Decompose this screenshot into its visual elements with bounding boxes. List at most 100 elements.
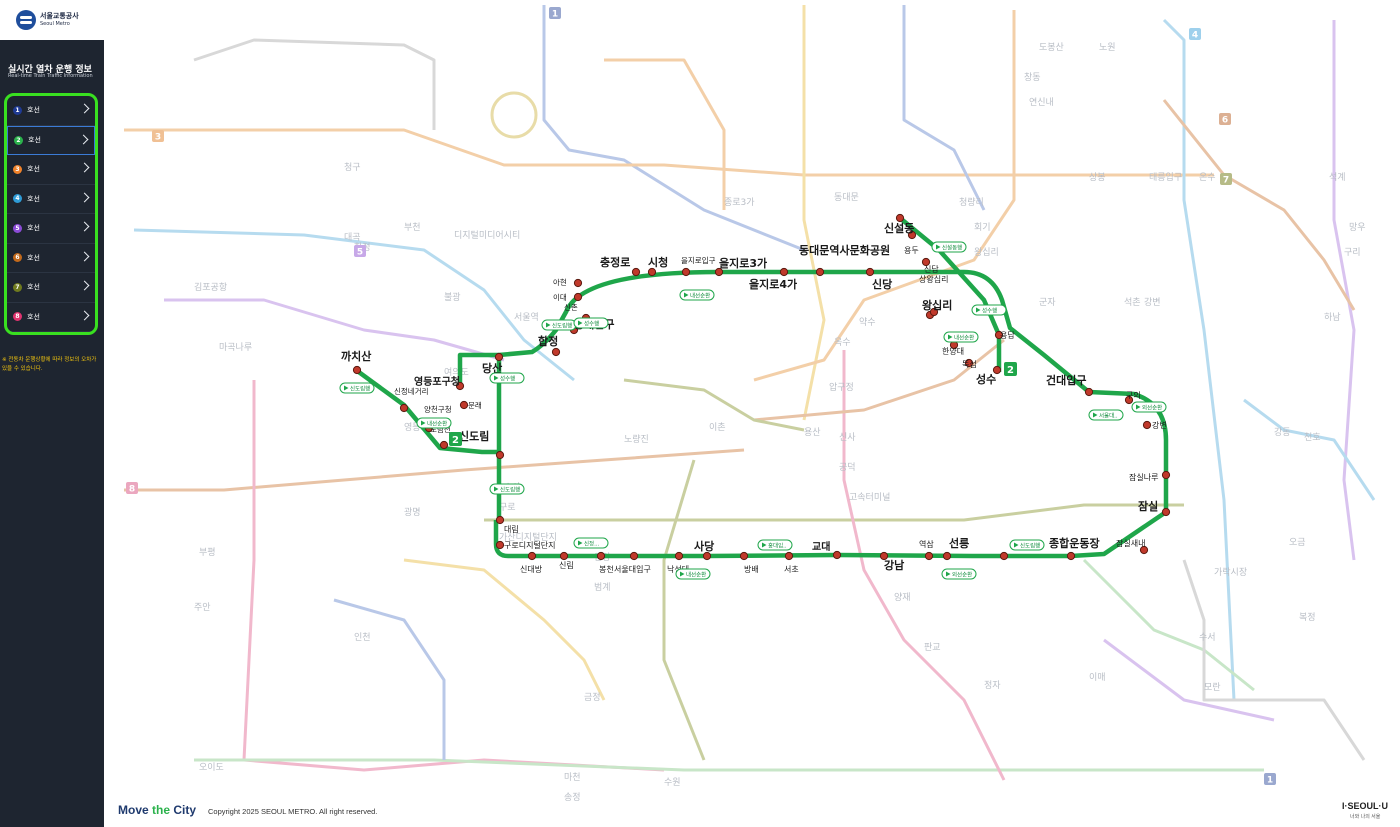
station-seolleung[interactable]: 선릉 <box>942 536 969 561</box>
station-bangbae[interactable]: 방배 <box>739 551 759 574</box>
background-station-label: 양재 <box>894 592 911 603</box>
station-ewha[interactable]: 이대 <box>553 292 583 302</box>
station-label: 시청 <box>648 255 668 269</box>
line-number-badge: 5 <box>354 245 366 258</box>
station-hapjeong[interactable]: 합정 <box>538 334 561 357</box>
station-kkachisan[interactable]: 까치산 <box>341 349 371 375</box>
background-line <box>1103 638 1275 722</box>
line-badge-icon: 1 <box>13 105 22 115</box>
station-dot-icon <box>494 352 504 362</box>
logo[interactable]: 서울교통공사 Seoul Metro <box>0 0 104 40</box>
station-euljiro4[interactable]: 을지로4가 <box>749 267 797 291</box>
station-konkuk[interactable]: 건대입구 <box>1046 373 1094 397</box>
background-station-label: 청구 <box>344 162 361 173</box>
station-seocho[interactable]: 서초 <box>784 551 799 574</box>
station-label: 선릉 <box>949 536 969 550</box>
station-yongdu[interactable]: 용두 <box>904 230 919 255</box>
station-yeoksam[interactable]: 역삼 <box>919 539 934 561</box>
station-seongsu[interactable]: 성수 <box>976 365 1002 386</box>
station-snu[interactable]: 서울대입구 <box>614 551 651 574</box>
station-dot-icon <box>495 450 505 460</box>
background-station-label: 종로3가 <box>724 197 755 208</box>
station-dorimcheon[interactable]: 도림천 <box>430 424 451 450</box>
station-label: 구의 <box>1126 390 1141 400</box>
station-jamsil[interactable]: 잠실 <box>1138 499 1171 517</box>
line-item-label: 호선 <box>27 224 40 233</box>
station-gangnam[interactable]: 강남 <box>879 551 904 572</box>
station-label: 잠실새내 <box>1116 538 1145 548</box>
line-2-sinjeong-branch <box>354 368 499 455</box>
station-sindap[interactable]: 신답 <box>921 257 939 274</box>
station-bongcheon[interactable]: 봉천 <box>596 551 614 574</box>
background-station-label: 복정 <box>1299 612 1316 623</box>
station-daerim[interactable]: 대림 <box>495 515 519 534</box>
station-cityhall[interactable]: 시청 <box>647 255 668 277</box>
station-sindang[interactable]: 신당 <box>865 267 892 291</box>
station-hanyang[interactable]: 한양대 <box>942 340 964 356</box>
station-sadang[interactable]: 사당 <box>694 539 714 561</box>
station-jamsillaru[interactable]: 잠실나루 <box>1129 470 1171 482</box>
station-guro[interactable]: 구로디지털단지 <box>495 540 556 550</box>
background-station-label: 주안 <box>194 602 211 613</box>
station-dot-icon <box>714 267 724 277</box>
station-dot-icon <box>964 358 974 368</box>
background-line <box>164 298 505 362</box>
station-ttukseom[interactable]: 뚝섬 <box>962 358 977 369</box>
station-dot-icon <box>455 381 465 391</box>
station-dot-icon <box>924 551 934 561</box>
svg-text:서울대..: 서울대.. <box>1099 412 1118 420</box>
station-nakseongdae[interactable]: 낙성대 <box>667 551 689 574</box>
background-station-label: 대곡 <box>344 232 361 243</box>
station-sinjeongnegeori[interactable]: 신정네거리 <box>394 386 429 413</box>
footer-brand: Move the City <box>118 803 196 817</box>
background-line <box>623 378 805 432</box>
station-label: 영등포구청 <box>414 375 460 388</box>
background-network: 동대문종로3가서울역용산노량진고속터미널왕십리청량리회기디지털미디어시티여의도영… <box>124 5 1376 803</box>
background-station-label: 가산디지털단지 <box>499 531 557 543</box>
station-sindaebang[interactable]: 신대방 <box>520 551 543 574</box>
station-chungjeongno[interactable]: 충정로 <box>600 255 641 277</box>
station-label: 충정로 <box>600 255 630 269</box>
station-yeongdeungpo[interactable]: 영등포구청 <box>414 375 465 391</box>
station-samseong[interactable] <box>999 551 1009 561</box>
background-station-label: 구리 <box>1344 247 1361 258</box>
seoul-logo-subtitle: 너와 나의 서울 <box>1350 814 1381 820</box>
station-euljiro3[interactable]: 을지로3가 <box>714 256 767 277</box>
station-yongdap[interactable]: 용답 <box>994 330 1015 340</box>
station-dot-icon <box>1142 420 1152 430</box>
station-sinseoldong[interactable]: 신설동 <box>884 213 914 235</box>
station-sillim[interactable]: 신림 <box>559 551 574 570</box>
background-line <box>484 503 1184 522</box>
station-dot-icon <box>1124 395 1134 405</box>
station-gyodae[interactable]: 교대 <box>812 540 842 560</box>
station-euljiro1[interactable]: 을지로입구 <box>681 256 716 277</box>
background-line <box>753 338 1005 422</box>
station-sports[interactable]: 종합운동장 <box>1049 536 1100 561</box>
station-dot-icon <box>681 267 691 277</box>
station-sindorim[interactable]: 신도림 <box>459 429 505 460</box>
station-ahyeon[interactable]: 아현 <box>553 277 583 288</box>
station-guui[interactable]: 구의 <box>1124 390 1141 405</box>
station-ddp[interactable]: 동대문역사문화공원 <box>799 243 890 277</box>
station-wangsimni[interactable]: 왕십리 <box>922 298 952 317</box>
station-mullae[interactable]: 문래 <box>459 400 482 410</box>
background-line <box>604 58 726 210</box>
station-gangbyeon[interactable]: 강변 <box>1142 420 1167 430</box>
station-dot-icon <box>629 551 639 561</box>
station-dot-icon <box>992 365 1002 375</box>
chevron-right-icon <box>79 221 90 232</box>
background-line <box>1332 20 1356 561</box>
station-dot-icon <box>784 551 794 561</box>
station-dangsan[interactable]: 당산 <box>482 352 504 375</box>
station-jamsilsaenae[interactable]: 잠실새내 <box>1116 538 1149 555</box>
background-station-label: 가락시장 <box>1214 566 1247 578</box>
